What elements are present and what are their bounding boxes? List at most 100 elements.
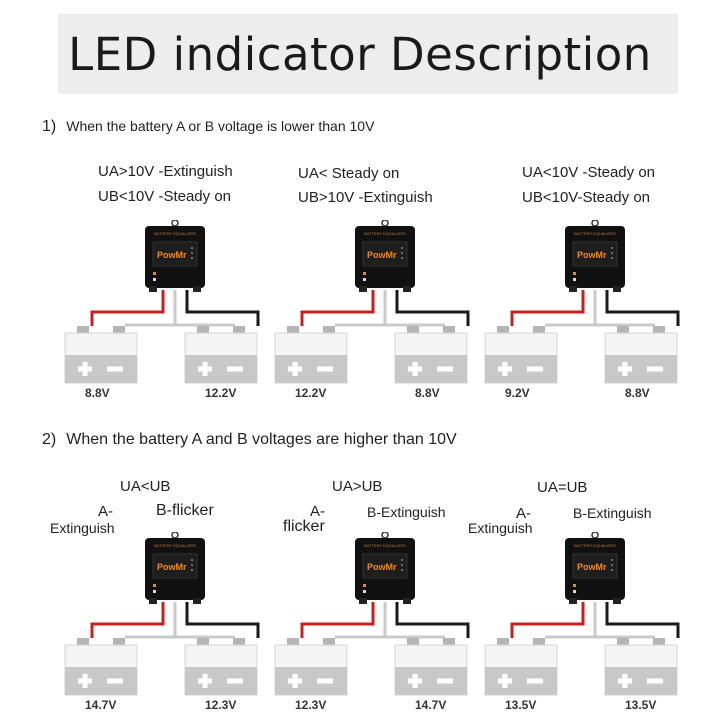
display-window [152, 241, 198, 267]
terminal-left [149, 286, 157, 292]
battery-a-voltage: 9.2V [505, 386, 530, 400]
panel-3-line2: UB<10V-Steady on [522, 189, 651, 206]
device-header: BATTERY EQUALIZER [154, 231, 196, 236]
battery-b [394, 326, 468, 384]
terminal-right [193, 598, 201, 604]
panel-1-line2: UB<10V -Steady on [98, 188, 232, 205]
battery-b-positive-wire [605, 290, 680, 326]
legend-mark [363, 272, 366, 275]
common-negative-wire [335, 290, 445, 327]
panel-4-b-label: B-flicker [156, 502, 214, 519]
device-header: BATTERY EQUALIZER [154, 543, 196, 548]
section-2-heading: 2)When the battery A and B voltages are … [42, 431, 457, 449]
positive-terminal [407, 638, 419, 646]
common-negative-wire [125, 602, 235, 639]
panel-5-condition: UA>UB [332, 478, 383, 495]
battery-b [394, 638, 468, 696]
battery-charge-band [485, 667, 557, 695]
legend-mark [573, 584, 576, 587]
panel-6-a-state: Extinguish [468, 520, 533, 536]
terminal-left [569, 598, 577, 604]
battery-a-voltage: 14.7V [85, 698, 117, 712]
panel-5-b-label: B-Extinguish [367, 504, 446, 520]
led-indicator [611, 564, 613, 566]
led-indicator [191, 247, 193, 249]
battery-charge-band [65, 667, 137, 695]
positive-terminal [287, 326, 299, 334]
device-header: BATTERY EQUALIZER [364, 543, 406, 548]
negative-terminal [653, 638, 665, 646]
negative-terminal [533, 638, 545, 646]
plus-icon [78, 674, 92, 688]
negative-terminal [233, 638, 245, 646]
mounting-hole [591, 220, 599, 227]
panel-3-line1: UA<10V -Steady on [522, 164, 656, 181]
legend-mark [573, 272, 576, 275]
battery-a-positive-wire [300, 602, 375, 638]
negative-terminal [233, 326, 245, 334]
led-indicator [611, 569, 613, 571]
battery-a-voltage: 13.5V [505, 698, 537, 712]
battery-b-voltage: 8.8V [415, 386, 440, 400]
positive-terminal [617, 638, 629, 646]
battery-a-positive-wire [300, 290, 375, 326]
panel-4-a-prefix: A- [98, 503, 113, 520]
legend-mark [153, 272, 156, 275]
negative-terminal [113, 638, 125, 646]
battery-charge-band [605, 667, 677, 695]
negative-terminal [533, 326, 545, 334]
positive-terminal [497, 326, 509, 334]
mounting-hole [171, 532, 179, 539]
panel-6-condition: UA=UB [537, 479, 588, 496]
battery-b-voltage: 12.2V [205, 386, 237, 400]
positive-terminal [197, 638, 209, 646]
battery-charge-band [395, 667, 467, 695]
panel-1-line1: UA>10V -Extinguish [98, 163, 233, 180]
brand-logo: PowMr [367, 562, 397, 572]
plus-icon [618, 362, 632, 376]
page-title: LED indicator Description [68, 28, 652, 81]
display-window [152, 553, 198, 579]
battery-b-positive-wire [185, 602, 260, 638]
led-indicator [611, 252, 613, 254]
section-text: When the battery A or B voltage is lower… [66, 118, 375, 134]
common-negative-wire [335, 602, 445, 639]
battery-b [184, 638, 258, 696]
led-indicator [191, 569, 193, 571]
positive-terminal [77, 326, 89, 334]
legend-mark [363, 590, 366, 593]
legend-mark [363, 584, 366, 587]
negative-terminal [323, 326, 335, 334]
brand-logo: PowMr [577, 562, 607, 572]
mounting-hole [591, 532, 599, 539]
legend-mark [153, 584, 156, 587]
battery-charge-band [605, 355, 677, 383]
battery-b-positive-wire [185, 290, 260, 326]
led-indicator [401, 252, 403, 254]
led-indicator [611, 247, 613, 249]
battery-a-voltage: 8.8V [85, 386, 110, 400]
panel-6-b-label: B-Extinguish [573, 505, 652, 521]
battery-equalizer-device: BATTERY EQUALIZER PowMr [355, 532, 415, 604]
battery-a [274, 326, 348, 384]
battery-b-positive-wire [395, 602, 470, 638]
battery-a-positive-wire [90, 602, 165, 638]
panel-5-a-prefix: A- [310, 503, 325, 520]
negative-terminal [443, 326, 455, 334]
plus-icon [498, 674, 512, 688]
positive-terminal [497, 638, 509, 646]
terminal-left [569, 286, 577, 292]
positive-terminal [77, 638, 89, 646]
led-indicator [401, 257, 403, 259]
